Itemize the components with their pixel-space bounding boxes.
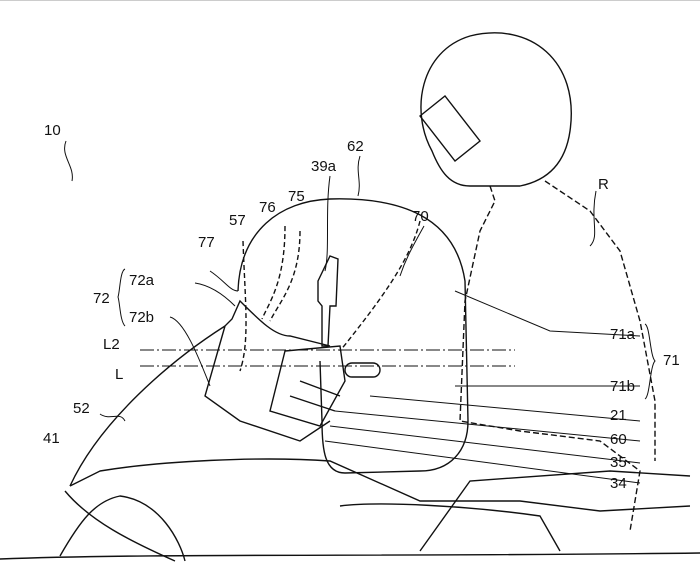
label-L: L <box>115 366 124 383</box>
leader-lines <box>64 140 641 484</box>
label-72: 72 <box>93 290 110 307</box>
label-71b: 71b <box>610 378 636 395</box>
label-34: 34 <box>610 475 627 492</box>
airbag-inner-dashed <box>239 220 421 372</box>
mirror <box>317 255 339 347</box>
visor <box>419 95 481 162</box>
label-21: 21 <box>610 407 627 424</box>
windscreen <box>69 299 331 487</box>
label-41: 41 <box>43 430 60 447</box>
label-35: 35 <box>610 454 627 471</box>
label-L2: L2 <box>103 336 120 353</box>
label-76: 76 <box>259 199 276 216</box>
label-R: R <box>598 176 609 193</box>
label-75: 75 <box>288 188 305 205</box>
label-39a: 39a <box>311 158 337 175</box>
front-fairing <box>64 458 691 562</box>
label-52: 52 <box>73 400 90 417</box>
label-57: 57 <box>229 212 246 229</box>
airbag <box>237 198 469 474</box>
bracket-71 <box>644 323 656 400</box>
steering-parts <box>269 345 346 427</box>
bracket-72 <box>117 268 126 327</box>
handle-grip <box>344 362 381 378</box>
front-wheel <box>59 495 186 562</box>
label-72b: 72b <box>129 309 155 326</box>
label-71: 71 <box>663 352 680 369</box>
label-10: 10 <box>44 122 61 139</box>
seat <box>339 470 691 552</box>
label-77: 77 <box>198 234 215 251</box>
label-60: 60 <box>610 431 627 448</box>
helmet <box>420 32 572 187</box>
ground-line <box>0 552 700 560</box>
label-71a: 71a <box>610 326 636 343</box>
label-62: 62 <box>347 138 364 155</box>
label-70: 70 <box>412 208 429 225</box>
label-72a: 72a <box>129 272 155 289</box>
